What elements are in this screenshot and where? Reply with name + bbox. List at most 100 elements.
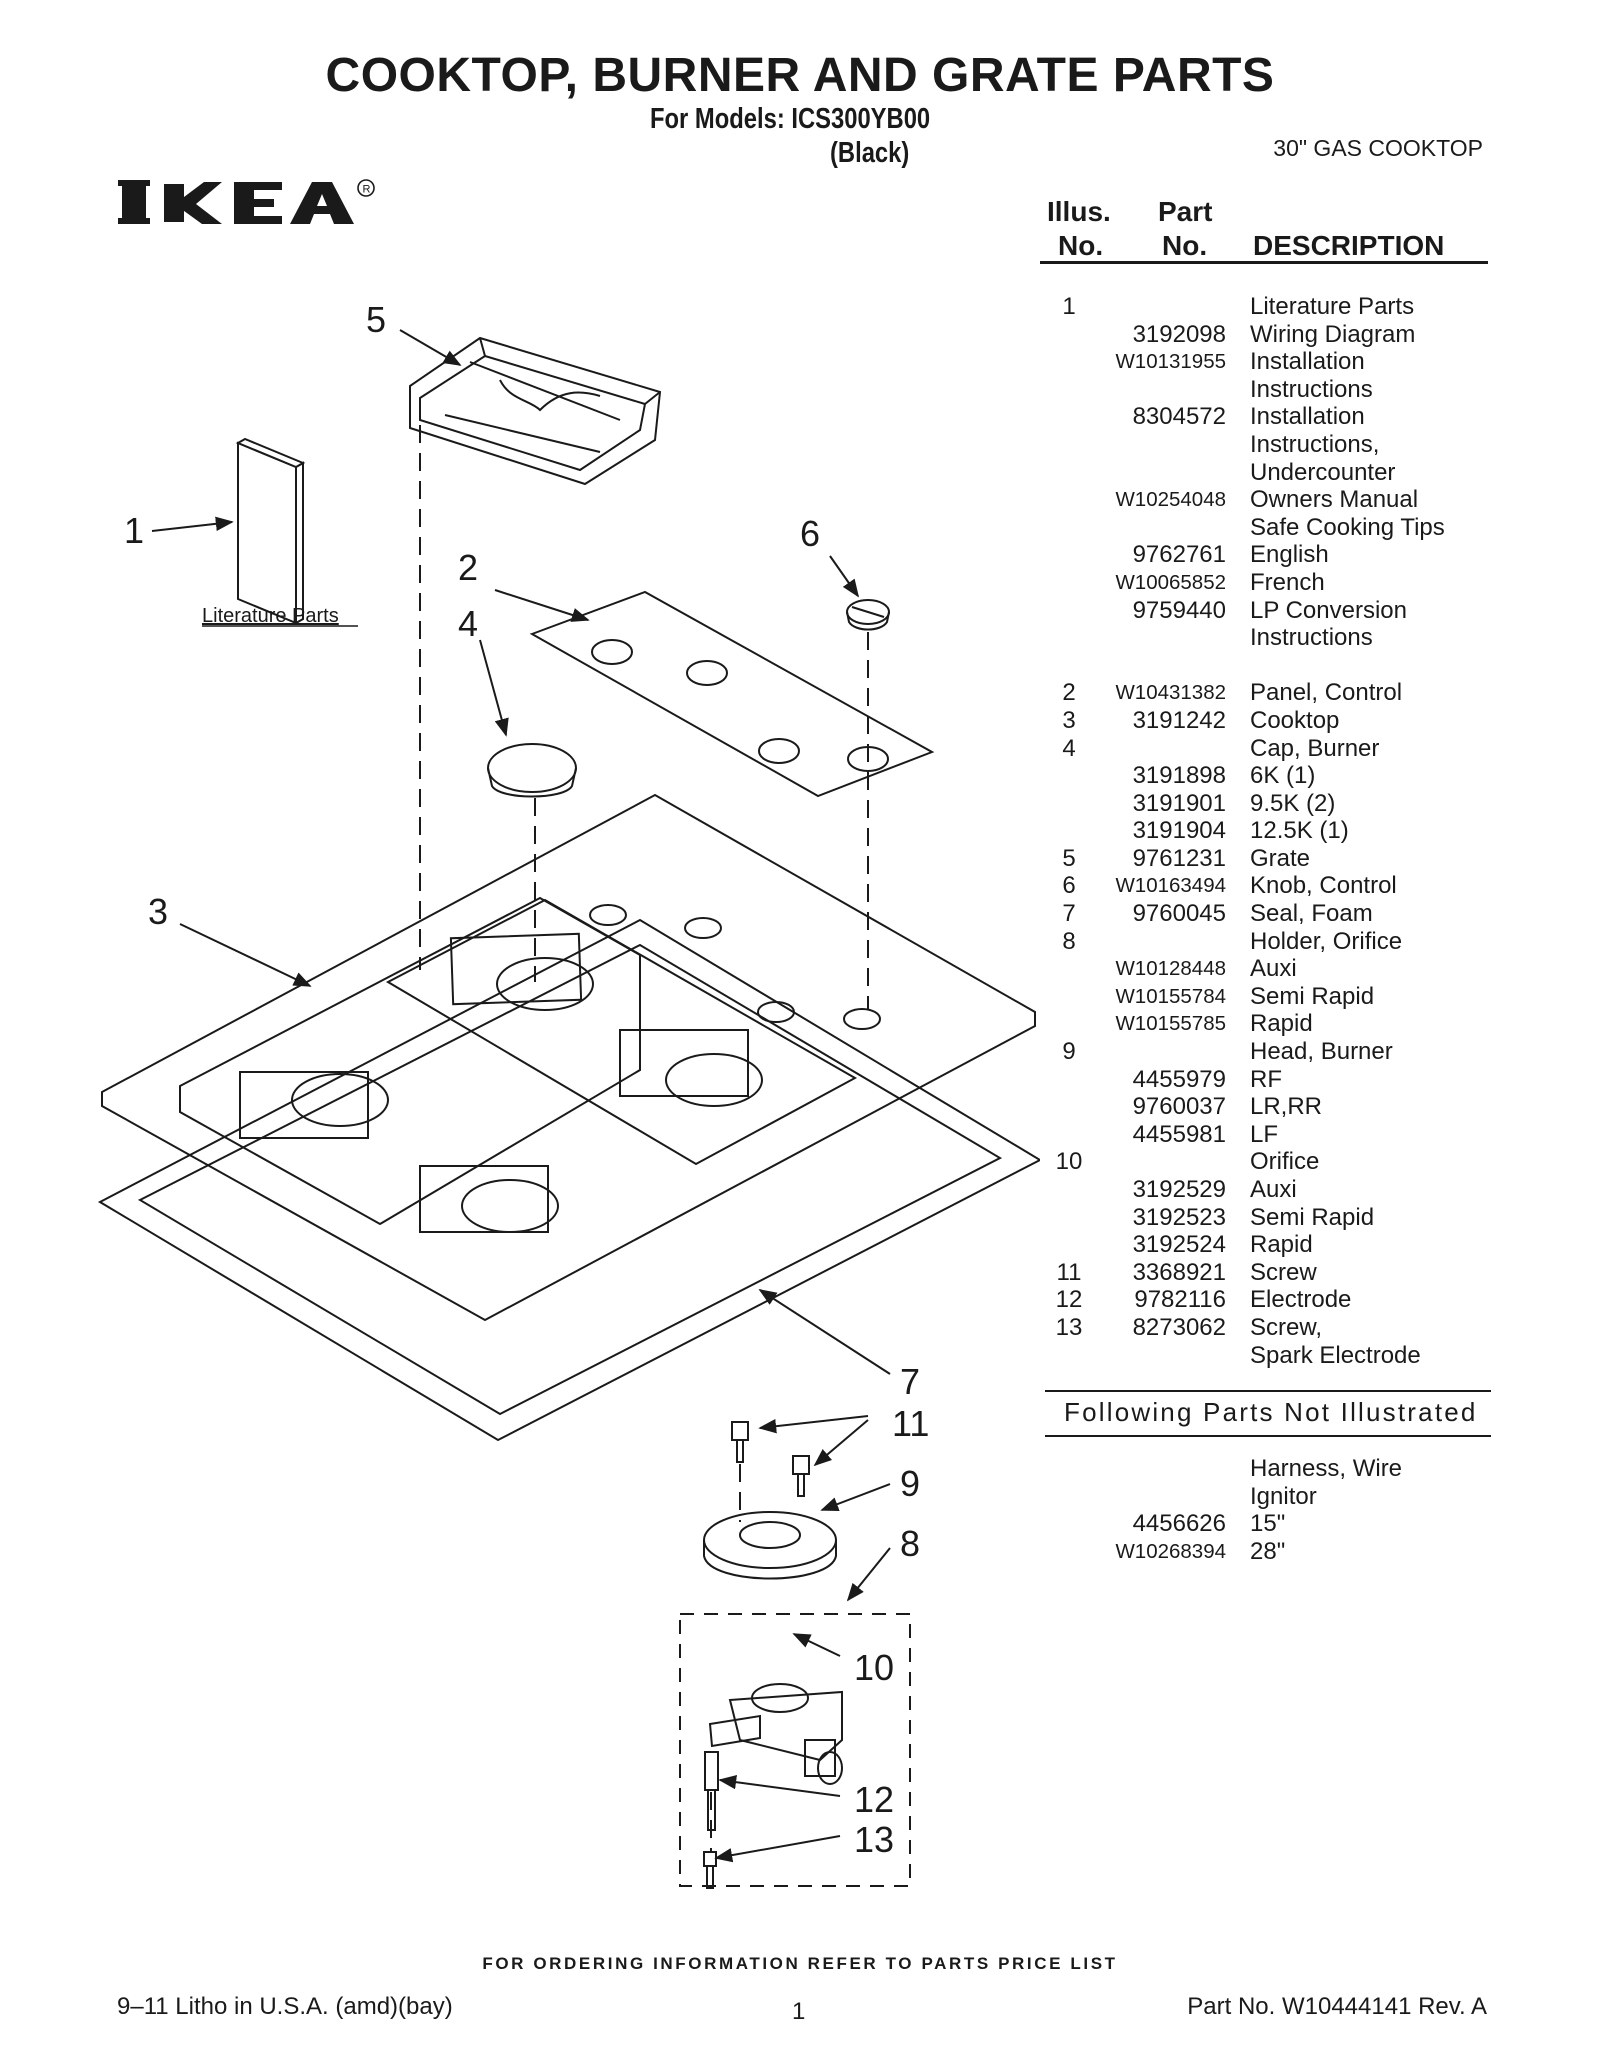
illus-number: 8 — [1062, 927, 1076, 955]
part-description: Instructions — [1250, 375, 1373, 403]
header-illus-2: No. — [1058, 230, 1104, 261]
part-number: W10128448 — [1115, 957, 1226, 981]
illus-number: 5 — [1062, 844, 1076, 872]
control-panel-part — [529, 590, 935, 798]
not-illustrated-title: Following Parts Not Illustrated — [1064, 1397, 1478, 1427]
part-description: Rapid — [1250, 1231, 1313, 1259]
part-description: Knob, Control — [1250, 872, 1397, 900]
page-title: COOKTOP, BURNER AND GRATE PARTS — [325, 49, 1275, 102]
table-row: Instructions — [1040, 376, 1510, 404]
callout-8: 8 — [900, 1523, 920, 1564]
part-description: LF — [1250, 1120, 1279, 1148]
table-row: Undercounter — [1040, 459, 1510, 487]
part-description: Undercounter — [1250, 458, 1396, 486]
callout-12: 12 — [854, 1779, 894, 1820]
part-description: Instructions — [1250, 624, 1373, 652]
part-description: LR,RR — [1250, 1093, 1323, 1121]
part-number: W10163494 — [1115, 874, 1226, 898]
part-description: RF — [1250, 1065, 1282, 1093]
electrode-part — [704, 1751, 719, 1831]
table-row: 13 8273062 Screw, — [1040, 1314, 1510, 1342]
part-description: Cooktop — [1250, 706, 1340, 734]
part-number: 3191898 — [1132, 762, 1226, 790]
header-description: DESCRIPTION — [1253, 230, 1445, 261]
table-row: 6 W10163494 Knob, Control — [1040, 872, 1510, 900]
litho-info: 9–11 Litho in U.S.A. (amd)(bay) — [117, 1993, 453, 2020]
callout-1: 1 — [124, 510, 144, 551]
literature-book — [235, 437, 306, 625]
part-description: 15" — [1250, 1510, 1286, 1538]
part-number: 3192098 — [1132, 320, 1226, 348]
part-description: Rapid — [1250, 1010, 1313, 1038]
callout-5: 5 — [366, 299, 386, 340]
table-row: 4455981 LF — [1040, 1121, 1510, 1149]
callout-3: 3 — [148, 891, 168, 932]
table-row: 4 Cap, Burner — [1040, 735, 1510, 763]
part-number: W10155785 — [1115, 1012, 1226, 1036]
illus-number: 6 — [1062, 872, 1076, 900]
exploded-parts-diagram: 1 2 3 4 5 6 7 11 9 8 10 12 13 Literature… — [97, 299, 1040, 1889]
part-description: Grate — [1250, 844, 1311, 872]
part-description: Panel, Control — [1250, 679, 1403, 707]
part-number: 8273062 — [1132, 1313, 1226, 1341]
part-number: 9760045 — [1132, 900, 1226, 928]
illus-number: 4 — [1062, 734, 1076, 762]
part-number: W10065852 — [1115, 570, 1226, 594]
part-description: Literature Parts — [1250, 293, 1415, 320]
knob-part — [846, 599, 890, 631]
part-description: Cap, Burner — [1250, 734, 1380, 762]
header-illus-1: Illus. — [1047, 196, 1111, 227]
svg-text:R: R — [363, 184, 371, 196]
part-number: 4455981 — [1132, 1120, 1226, 1148]
part-description: 9.5K (2) — [1250, 789, 1336, 817]
callout-9: 9 — [900, 1463, 920, 1504]
callout-6: 6 — [800, 513, 820, 554]
part-number: 3192524 — [1132, 1231, 1226, 1259]
divider — [1045, 1435, 1491, 1437]
part-description: Screw, — [1250, 1313, 1323, 1341]
table-row: 3192524 Rapid — [1040, 1231, 1510, 1259]
table-row: Ignitor — [1040, 1483, 1510, 1511]
part-description: Electrode — [1250, 1286, 1352, 1314]
cooktop-part — [101, 793, 1036, 1322]
table-row: 4455979 RF — [1040, 1066, 1510, 1094]
part-description: Installation — [1250, 403, 1365, 431]
part-description: Holder, Orifice — [1250, 927, 1403, 955]
part-number: 4455979 — [1132, 1065, 1226, 1093]
callout-13: 13 — [854, 1819, 894, 1860]
ikea-logo: R — [118, 179, 375, 224]
callout-7: 7 — [900, 1361, 920, 1402]
table-row: Instructions — [1040, 624, 1510, 652]
part-number: W10155784 — [1115, 984, 1226, 1008]
part-description: 28" — [1250, 1537, 1286, 1565]
table-row: Safe Cooking Tips — [1040, 514, 1510, 542]
illus-number: 13 — [1055, 1313, 1083, 1341]
part-description: Installation — [1250, 348, 1365, 376]
burner-cap-part — [487, 743, 577, 798]
part-description: English — [1250, 541, 1329, 569]
part-number: W10268394 — [1115, 1539, 1226, 1563]
table-row: Spark Electrode — [1040, 1342, 1510, 1370]
illus-number: 3 — [1062, 706, 1076, 734]
part-description: LP Conversion — [1250, 596, 1407, 624]
burner-head-part — [703, 1511, 837, 1580]
product-type: 30" GAS COOKTOP — [1273, 135, 1483, 161]
header-part-1: Part — [1158, 196, 1213, 227]
part-description: Spark Electrode — [1250, 1341, 1421, 1369]
table-row — [1040, 652, 1510, 680]
